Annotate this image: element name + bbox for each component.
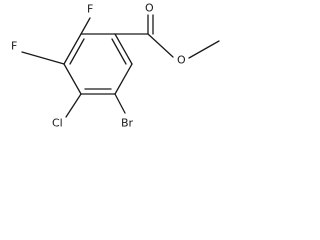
ring-inner-bond-c6-c1 — [111, 38, 127, 65]
bond-carbonyl-to-ester-oxygen — [147, 33, 174, 58]
bromine-label: Br — [121, 117, 134, 130]
ring-bond-c2-c3 — [63, 33, 82, 65]
bond-to-fluorine-left — [21, 51, 65, 65]
ring-inner-bond-c2-c3 — [69, 38, 85, 65]
ring-bond-c3-c4 — [63, 63, 82, 95]
bond-oxygen-to-methyl — [188, 40, 220, 59]
carbonyl-oxygen-label: O — [145, 2, 154, 15]
bond-to-bromine — [114, 93, 126, 114]
ring-bond-c6-c1 — [114, 33, 133, 65]
fluorine-left-label: F — [11, 40, 17, 53]
chemical-structure: F F Cl Br O O — [11, 2, 220, 130]
ring-bond-c5-c6 — [114, 63, 133, 95]
bond-to-fluorine-top — [80, 17, 91, 35]
ester-oxygen-label: O — [177, 54, 186, 67]
bond-to-chlorine — [65, 93, 82, 118]
fluorine-top-label: F — [87, 3, 93, 16]
chlorine-label: Cl — [52, 117, 63, 130]
